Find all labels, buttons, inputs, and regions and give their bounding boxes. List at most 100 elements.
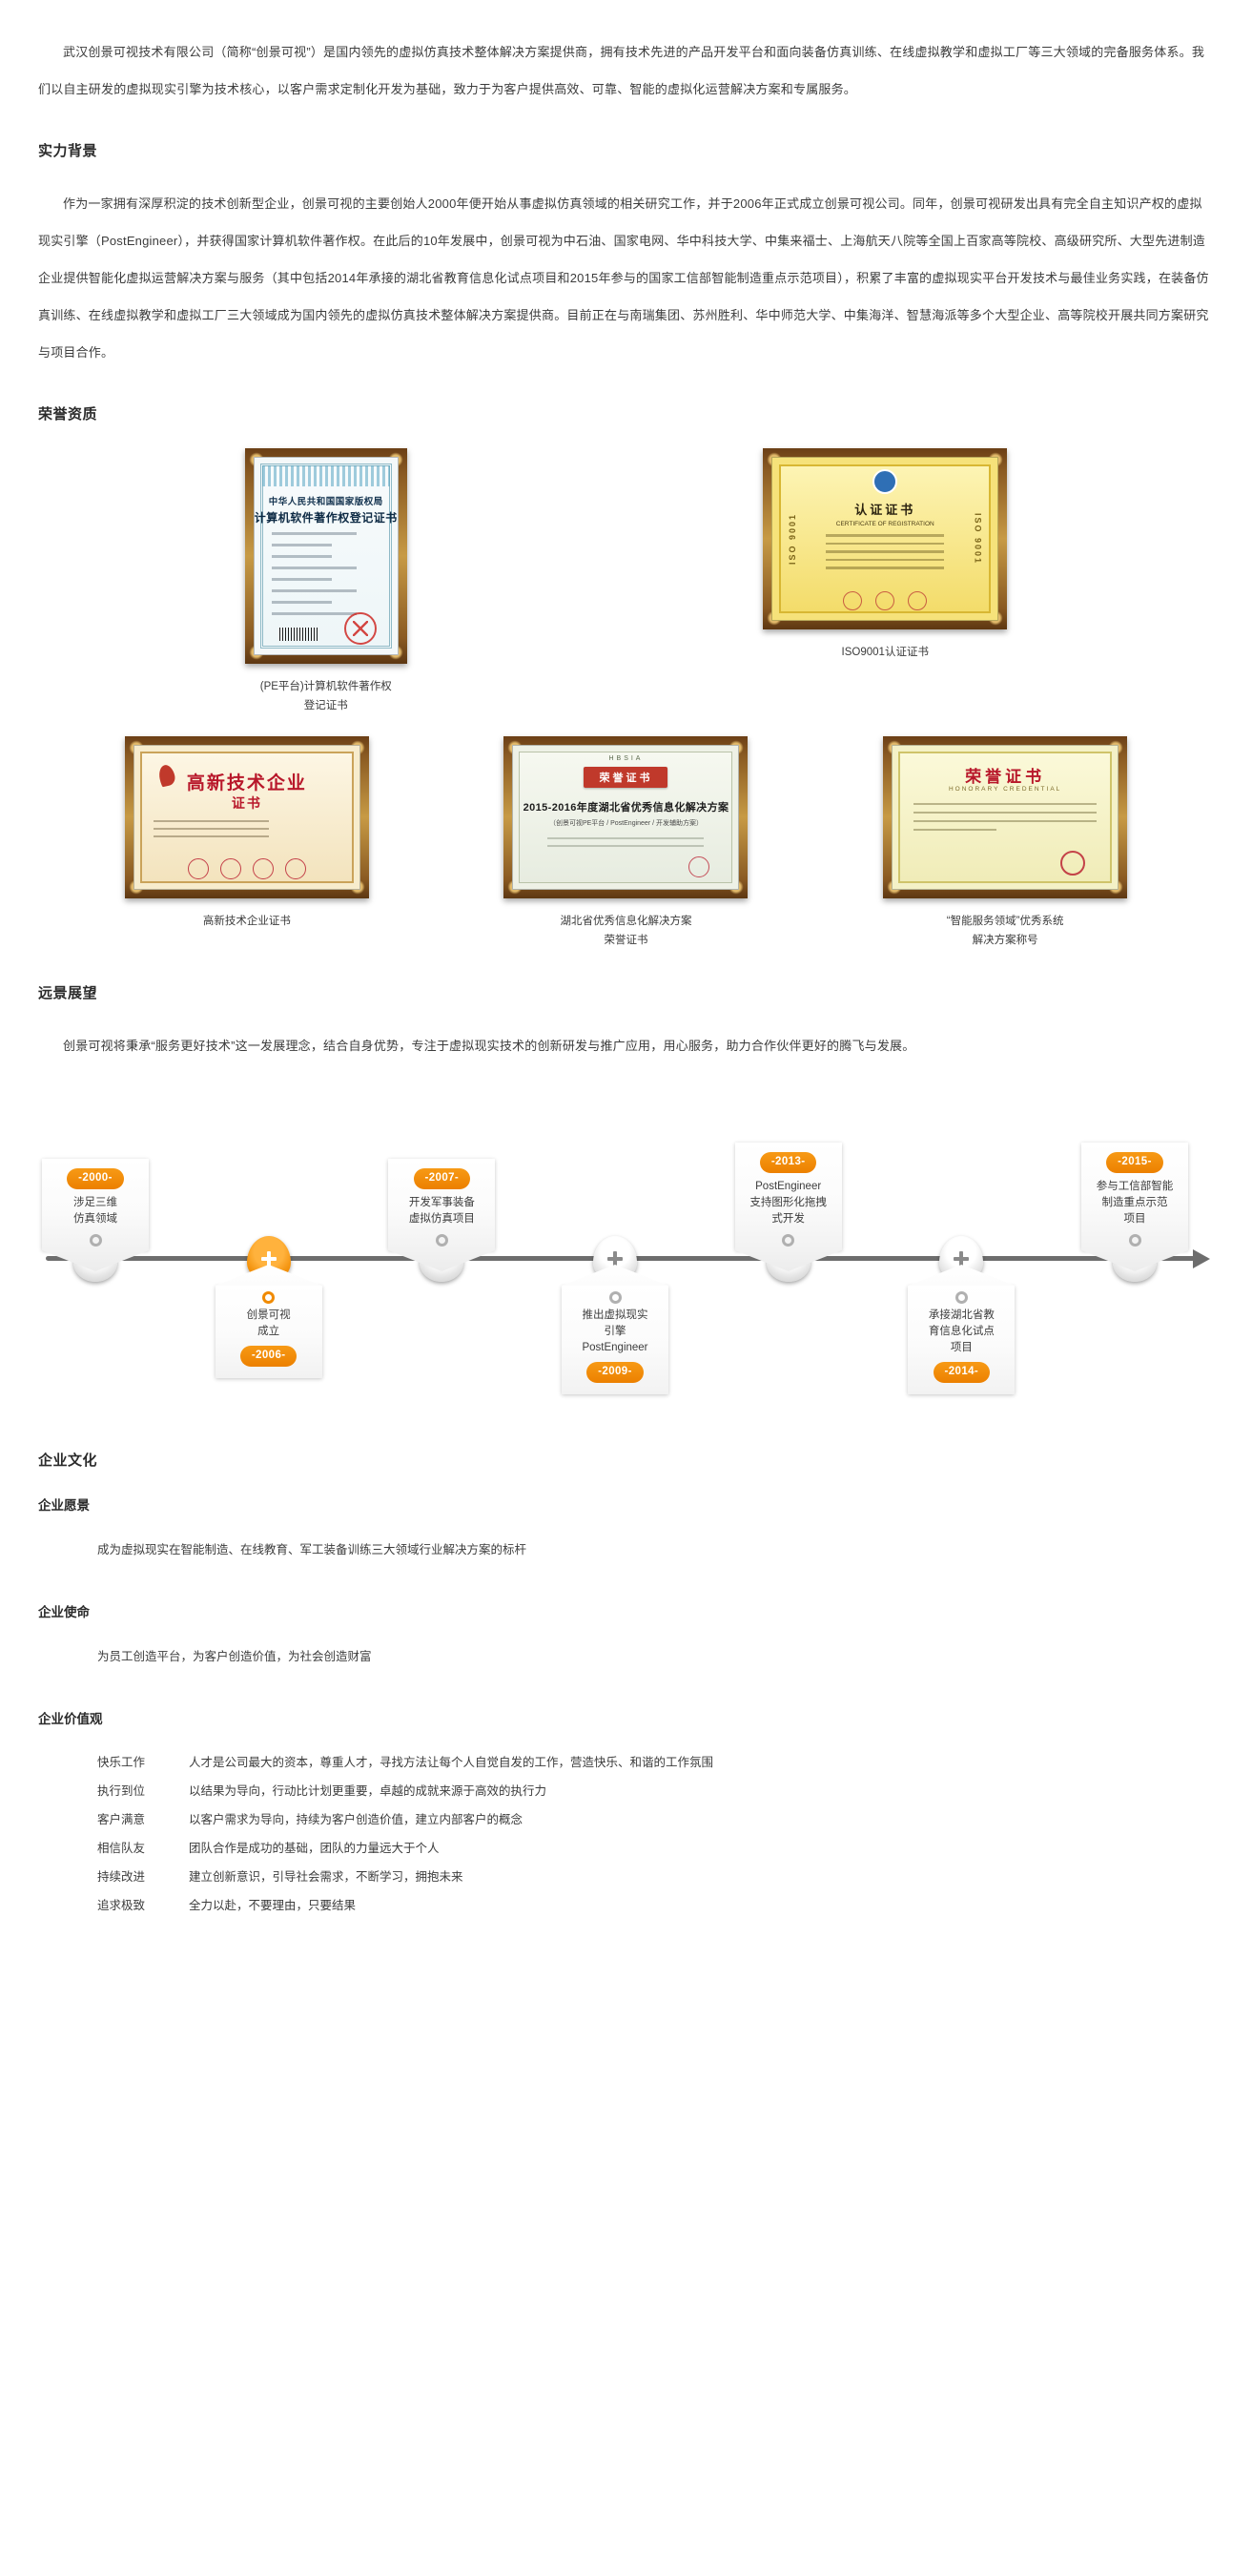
timeline-year-badge: -2013-: [759, 1152, 817, 1173]
certificate-iso9001[interactable]: ISO 9001 ISO 9001 认证证书 CERTIFICATE OF RE…: [763, 448, 1008, 662]
timeline-card-2007[interactable]: -2007-开发军事装备虚拟仿真项目: [388, 1159, 496, 1250]
certificate-caption: 高新技术企业证书: [125, 912, 369, 931]
timeline-card-2006[interactable]: 创景可视成立-2006-: [215, 1286, 322, 1378]
certificate-caption: 湖北省优秀信息化解决方案 荣誉证书: [503, 912, 748, 950]
company-timeline: -2000- 涉足三维仿真领域创景可视成立-2006- -2007-开发军事装备虚拟…: [0, 1103, 1252, 1417]
timeline-year-badge: -2015-: [1106, 1152, 1163, 1173]
certificate-image-software-copyright: 中华人民共和国国家版权局 计算机软件著作权登记证书: [253, 457, 399, 655]
certificate-row-1: 中华人民共和国国家版权局 计算机软件著作权登记证书 (PE平台)计算机软件著作权…: [38, 448, 1214, 715]
timeline-year-badge: -2007-: [413, 1168, 471, 1189]
plus-icon: [606, 1250, 624, 1267]
timeline-year-badge: -2006-: [239, 1346, 298, 1367]
certificate-heading: 2015-2016年度湖北省优秀信息化解决方案: [523, 802, 729, 814]
timeline-card-2015[interactable]: -2015- 参与工信部智能制造重点示范项目: [1081, 1143, 1188, 1250]
culture-value-row: 客户满意 以客户需求为导向，持续为客户创造价值，建立内部客户的概念: [97, 1805, 1214, 1834]
certificate-honorary-system[interactable]: 荣誉证书 HONORARY CREDENTIAL “智能服务领域”优秀系统 解决…: [883, 736, 1128, 950]
timeline-card-text: 参与工信部智能制造重点示范项目: [1096, 1181, 1174, 1225]
seal-icon: [908, 591, 928, 610]
timeline-card-text: 涉足三维仿真领域: [73, 1197, 117, 1225]
culture-value-row: 相信队友团队合作是成功的基础，团队的力量远大于个人: [97, 1834, 1214, 1863]
certificate-image-honorary: 荣誉证书 HONORARY CREDENTIAL: [892, 745, 1119, 890]
certificate-accreditation-seals: [772, 591, 997, 610]
certificate-caption-line1: 湖北省优秀信息化解决方案: [560, 916, 692, 927]
timeline-card-ring-icon: [435, 1234, 448, 1247]
seal-icon: [187, 858, 209, 879]
culture-value-key: 追求极致: [97, 1899, 146, 1912]
certificate-barcode: [278, 628, 319, 641]
certificate-issuer: HBSIA: [608, 755, 644, 762]
certificate-body-lines: [547, 837, 705, 853]
intro-paragraph: 武汉创景可视技术有限公司（简称“创景可视”）是国内领先的虚拟仿真技术整体解决方案…: [38, 45, 1205, 96]
certificate-body-lines: [913, 803, 1098, 837]
culture-value-description: 建立创新意识，引导社会需求，不断学习，拥抱未来: [189, 1870, 463, 1884]
seal-icon: [284, 858, 306, 879]
certificate-image-hubei: HBSIA 荣誉证书 2015-2016年度湖北省优秀信息化解决方案 （创景可视…: [512, 745, 740, 890]
certificate-row-2: 高新技术企业 证书 高新技术企业证书: [38, 736, 1214, 950]
timeline-year-badge: -2014-: [933, 1362, 991, 1383]
culture-value-description: 人才是公司最大的资本，尊重人才，寻找方法让每个人自觉自发的工作，营造快乐、和谐的…: [189, 1756, 714, 1769]
certificate-caption-line2: 登记证书: [303, 700, 348, 711]
strength-title: 实力背景: [38, 143, 98, 159]
culture-values-list: 快乐工作 人才是公司最大的资本，尊重人才，寻找方法让每个人自觉自发的工作，营造快乐…: [97, 1748, 1214, 1920]
certificate-ribbon-label: 荣誉证书: [584, 767, 668, 788]
timeline-card-ring-icon: [954, 1291, 968, 1304]
certificate-caption: ISO9001认证证书: [763, 643, 1007, 662]
certificate-body-lines: [826, 534, 945, 575]
culture-value-key: 快乐工作: [97, 1756, 146, 1769]
certificate-heading: 认证证书: [854, 503, 916, 517]
certificate-side-text-right: ISO 9001: [973, 512, 983, 566]
certificate-caption-line1: (PE平台)计算机软件著作权: [259, 681, 392, 692]
certificate-caption-line2: 解决方案称号: [972, 935, 1038, 946]
certificate-caption-line1: ISO9001认证证书: [841, 647, 929, 658]
culture-mission-title: 企业使命: [38, 1605, 90, 1619]
certificate-red-seal: [343, 612, 377, 645]
plus-icon: [260, 1250, 277, 1267]
culture-value-key: 相信队友: [97, 1842, 146, 1855]
timeline-card-text: 承接湖北省教育信息化试点项目: [928, 1309, 995, 1353]
timeline-card-2014[interactable]: 承接湖北省教育信息化试点项目 -2014-: [908, 1286, 1016, 1394]
culture-values-title: 企业价值观: [38, 1712, 103, 1726]
seal-icon: [219, 858, 241, 879]
page-root: 武汉创景可视技术有限公司（简称“创景可视”）是国内领先的虚拟仿真技术整体解决方案…: [0, 0, 1252, 1958]
timeline-card-2000[interactable]: -2000- 涉足三维仿真领域: [42, 1159, 149, 1250]
certificate-frame: HBSIA 荣誉证书 2015-2016年度湖北省优秀信息化解决方案 （创景可视…: [503, 736, 749, 898]
certificate-authority: 中华人民共和国国家版权局: [268, 498, 383, 507]
certificate-software-copyright[interactable]: 中华人民共和国国家版权局 计算机软件著作权登记证书 (PE平台)计算机软件著作权…: [244, 448, 407, 715]
plus-icon: [953, 1250, 970, 1267]
culture-value-row: 执行到位以结果为导向，行动比计划更重要，卓越的成就来源于高效的执行力: [97, 1777, 1214, 1805]
certificate-high-tech-enterprise[interactable]: 高新技术企业 证书 高新技术企业证书: [124, 736, 369, 931]
certificate-border: [898, 752, 1113, 883]
certificate-body-lines: [153, 820, 340, 843]
certificate-caption-line2: 荣誉证书: [604, 935, 648, 946]
culture-vision-title: 企业愿景: [38, 1498, 90, 1513]
intro-section: 武汉创景可视技术有限公司（简称“创景可视”）是国内领先的虚拟仿真技术整体解决方案…: [0, 0, 1252, 108]
vision-title: 远景展望: [38, 985, 98, 1001]
honors-title: 荣誉资质: [38, 406, 98, 422]
culture-vision-body: 成为虚拟现实在智能制造、在线教育、军工装备训练三大领域行业解决方案的标杆: [97, 1543, 527, 1556]
timeline-year-badge: -2000-: [67, 1168, 124, 1189]
vision-paragraph: 创景可视将秉承“服务更好技术”这一发展理念，结合自身优势，专注于虚拟现实技术的创…: [63, 1039, 915, 1053]
certificate-caption: “智能服务领域”优秀系统 解决方案称号: [883, 912, 1127, 950]
certificate-frame: 荣誉证书 HONORARY CREDENTIAL: [883, 736, 1128, 898]
certificate-body-lines: [271, 532, 384, 624]
certificate-heading: 荣誉证书: [965, 768, 1046, 786]
certificate-hubei-solution[interactable]: HBSIA 荣誉证书 2015-2016年度湖北省优秀信息化解决方案 （创景可视…: [503, 736, 749, 950]
strength-section: 实力背景 作为一家拥有深厚积淀的技术创新型企业，创景可视的主要创始人2000年便…: [0, 140, 1252, 371]
certificate-caption: (PE平台)计算机软件著作权 登记证书: [245, 677, 407, 715]
culture-value-description: 以客户需求为导向，持续为客户创造价值，建立内部客户的概念: [189, 1813, 523, 1826]
culture-value-description: 全力以赴，不要理由，只要结果: [189, 1899, 357, 1912]
certificate-image-high-tech: 高新技术企业 证书: [133, 745, 360, 890]
culture-value-key: 客户满意: [97, 1813, 146, 1826]
timeline-card-ring-icon: [608, 1291, 622, 1304]
culture-value-row: 持续改进建立创新意识，引导社会需求，不断学习，拥抱未来: [97, 1863, 1214, 1891]
vision-section: 远景展望 创景可视将秉承“服务更好技术”这一发展理念，结合自身优势，专注于虚拟现…: [0, 982, 1252, 1064]
culture-value-key: 执行到位: [97, 1784, 146, 1798]
timeline-card-ring-icon: [262, 1291, 276, 1304]
certificate-heading: 高新技术企业: [186, 773, 307, 793]
certificate-subheading: HONORARY CREDENTIAL: [948, 786, 1062, 793]
certificate-border: [139, 752, 354, 883]
certificate-subheading: 证书: [231, 797, 262, 812]
